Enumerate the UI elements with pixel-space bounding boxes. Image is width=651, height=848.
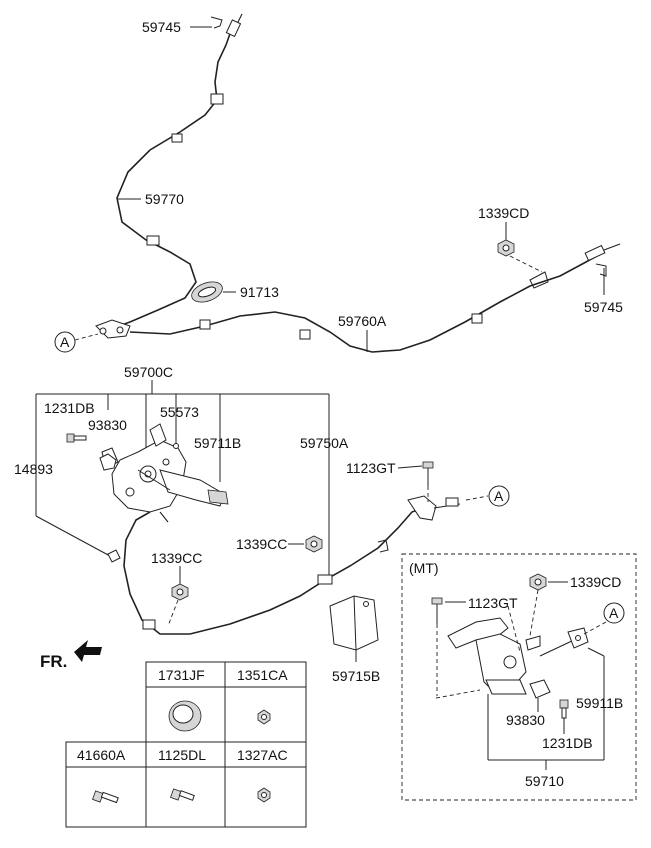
mt-label-59710: 59710 xyxy=(525,773,564,789)
mt-callout-a xyxy=(603,602,625,624)
screw-1123GT xyxy=(422,461,434,502)
label-1339CC-left: 1339CC xyxy=(151,550,202,566)
mt-label-1339CD: 1339CD xyxy=(570,574,621,590)
mt-label-59911B: 59911B xyxy=(576,695,623,711)
mt-section-box xyxy=(401,553,637,801)
label-1231DB: 1231DB xyxy=(44,400,95,416)
cable-59760A xyxy=(129,243,621,353)
clip-93830 xyxy=(99,453,117,471)
mt-label-1123GT: 1123GT xyxy=(468,595,518,611)
label-93830: 93830 xyxy=(88,417,127,433)
mt-leaders xyxy=(445,581,605,770)
mt-screw-1123GT xyxy=(431,597,443,696)
mt-label-1231DB: 1231DB xyxy=(542,735,593,751)
nut-1339CC-right xyxy=(305,535,323,553)
callout-a-mid xyxy=(488,485,510,507)
label-59760A: 59760A xyxy=(338,313,387,329)
label-fr: FR. xyxy=(40,652,67,671)
mt-label-93830: 93830 xyxy=(506,712,545,728)
label-mt: (MT) xyxy=(409,560,439,576)
cable-59750A xyxy=(123,495,489,635)
label-1339CC-right: 1339CC xyxy=(236,536,287,552)
label-59700C: 59700C xyxy=(124,364,173,380)
parts-table xyxy=(65,661,307,828)
table-cell-41660A: 41660A xyxy=(77,747,126,763)
label-59745-top: 59745 xyxy=(142,19,181,35)
callout-a-left-letter: A xyxy=(60,334,70,350)
pedal-assembly xyxy=(101,423,229,513)
bolt-1231DB xyxy=(66,433,87,443)
group-59700C-bracket xyxy=(35,380,330,584)
mt-callout-a-letter: A xyxy=(609,605,619,621)
mt-switch-59911B xyxy=(539,621,607,657)
label-59770: 59770 xyxy=(145,191,184,207)
label-59715B: 59715B xyxy=(332,668,380,684)
cable-59770 xyxy=(112,13,243,329)
callout-a-left xyxy=(54,331,99,353)
label-14893: 14893 xyxy=(14,461,53,477)
clip-14893 xyxy=(107,549,121,563)
label-59750A: 59750A xyxy=(300,435,349,451)
label-59711B: 59711B xyxy=(194,435,241,451)
callout-a-mid-letter: A xyxy=(494,488,504,504)
mt-lever-assembly xyxy=(435,605,541,699)
table-cell-1731JF: 1731JF xyxy=(158,667,205,683)
mt-clip-93830 xyxy=(529,679,551,699)
label-1339CD-top: 1339CD xyxy=(478,205,529,221)
label-55573: 55573 xyxy=(160,404,199,420)
table-cell-1351CA: 1351CA xyxy=(237,667,288,683)
mt-nut-1339CD xyxy=(529,573,547,637)
label-59745-right: 59745 xyxy=(584,299,623,315)
label-1123GT: 1123GT xyxy=(346,460,396,476)
bracket-59715B xyxy=(329,595,379,662)
table-cell-1125DL: 1125DL xyxy=(158,747,206,763)
nut-1339CD-top xyxy=(497,239,543,273)
mt-bolt-1231DB xyxy=(559,699,569,719)
pin-55573 xyxy=(173,443,179,449)
top-leaders xyxy=(117,26,605,352)
label-91713: 91713 xyxy=(240,284,279,300)
table-cell-1327AC: 1327AC xyxy=(237,747,288,763)
front-arrow-icon xyxy=(74,640,102,662)
nut-1339CC-left xyxy=(167,566,189,627)
cable-junction-left xyxy=(95,319,131,339)
grommet-91713 xyxy=(191,281,223,303)
